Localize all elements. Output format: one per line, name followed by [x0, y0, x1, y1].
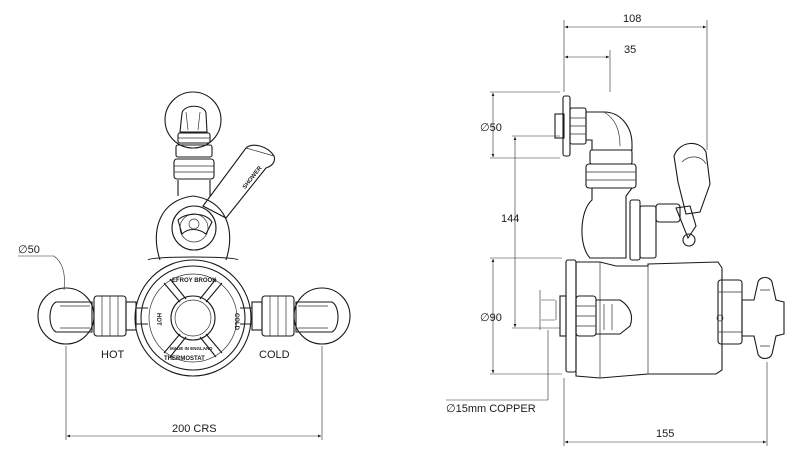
svg-text:∅15mm COPPER: ∅15mm COPPER	[446, 403, 536, 415]
dim-35: 35	[624, 44, 636, 56]
copper-label: ∅15mm COPPER	[446, 403, 536, 415]
crs-dimension: 200 CRS	[172, 423, 217, 435]
dial-brand-text: EFROY BROOK	[172, 278, 217, 284]
diverter-lever: SHOWER	[202, 144, 276, 219]
dial-hot-text: HOT	[155, 313, 161, 326]
diverter-body	[155, 195, 231, 261]
dial-thermostat-text: THERMOSTAT	[164, 356, 205, 362]
side-dia-top-label: ∅50	[480, 122, 502, 134]
cold-label: COLD	[259, 349, 290, 361]
side-main-body	[559, 259, 785, 379]
svg-text:∅90: ∅90	[480, 312, 502, 324]
side-dia-lower-label: ∅90	[480, 312, 502, 324]
dim-108: 108	[623, 13, 641, 25]
dia-value: 50	[28, 244, 40, 256]
hot-inlet	[37, 287, 148, 345]
dial-cold-text: COLD	[233, 313, 239, 331]
side-top-elbow	[554, 95, 637, 189]
top-outlet	[164, 91, 222, 196]
dim-144: 144	[501, 213, 519, 225]
dim-155: 155	[656, 428, 674, 440]
lever-label: SHOWER	[242, 165, 264, 190]
hot-label: HOT	[101, 349, 125, 361]
dia-symbol: ∅	[18, 244, 28, 256]
cold-inlet	[240, 287, 351, 345]
dial-made-text: MADE IN ENGLAND	[170, 346, 213, 351]
svg-text:∅50: ∅50	[18, 244, 40, 256]
front-dia-label: ∅50	[18, 244, 40, 256]
front-view: SHOWER EFROY BROOK HOT COLD MADE IN ENGL…	[18, 91, 351, 440]
side-diverter	[581, 142, 711, 261]
thermostat-dial: EFROY BROOK HOT COLD MADE IN ENGLAND THE…	[134, 256, 252, 377]
svg-text:∅50: ∅50	[480, 122, 502, 134]
side-view: 108 35 ∅50	[446, 13, 785, 446]
